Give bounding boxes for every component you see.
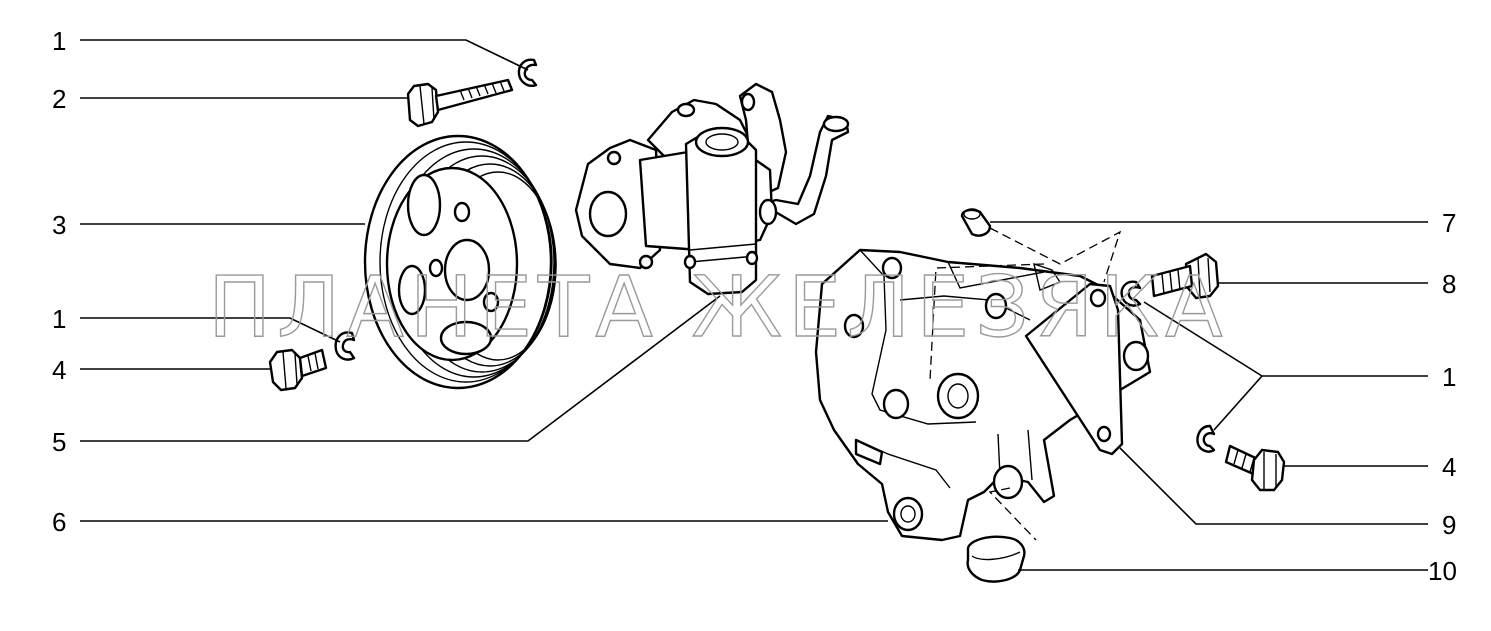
callout-8: 8 — [1442, 269, 1456, 299]
lock-washer-right-bottom — [1196, 424, 1216, 453]
lock-washer-top — [517, 58, 538, 87]
bracket-plate — [1024, 282, 1124, 456]
assembly-line — [988, 487, 1037, 541]
long-bolt — [406, 78, 514, 128]
bolt-right-bottom — [1224, 444, 1286, 492]
callout-3: 3 — [52, 210, 66, 240]
assembly-line — [929, 263, 1045, 381]
callout-1-top: 1 — [52, 26, 66, 56]
assembly-line — [989, 227, 1122, 283]
watermark: ПЛАНЕТА ЖЕЛЕЗЯКА — [208, 258, 1229, 356]
lock-washer-left — [334, 331, 356, 361]
callout-9: 9 — [1442, 510, 1456, 540]
callout-7: 7 — [1442, 208, 1456, 238]
callout-2: 2 — [52, 84, 66, 114]
bushing-large — [966, 535, 1026, 583]
callout-1-mid: 1 — [52, 304, 66, 334]
callout-4-left: 4 — [52, 355, 66, 385]
short-bolt-left — [268, 348, 328, 392]
callout-5: 5 — [52, 427, 66, 457]
bolt-right-top — [1150, 252, 1220, 300]
callout-6: 6 — [52, 507, 66, 537]
callouts-right: 7 8 1 4 9 10 — [1428, 208, 1457, 586]
callout-10: 10 — [1428, 556, 1457, 586]
lock-washer-right-top — [1120, 280, 1142, 307]
pulley — [363, 134, 557, 390]
leader-lines — [80, 39, 1428, 571]
bushing-small — [960, 208, 992, 237]
callouts-left: 1 2 3 1 4 5 6 — [52, 26, 66, 537]
callout-1-right: 1 — [1442, 362, 1456, 392]
callout-4-right: 4 — [1442, 452, 1456, 482]
steering-pump — [574, 82, 850, 296]
